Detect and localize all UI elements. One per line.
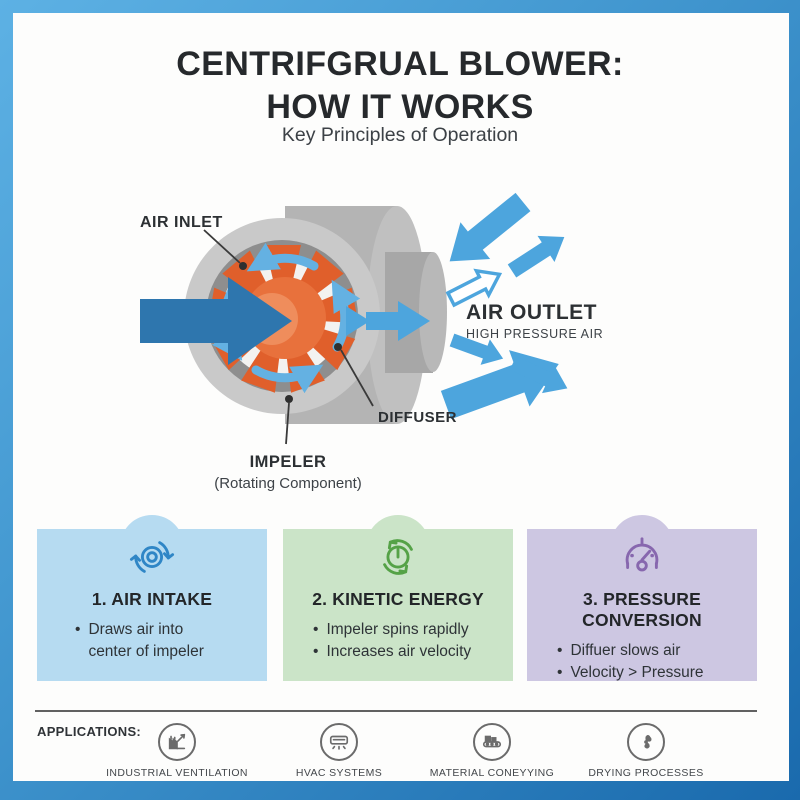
rotation-clock-icon xyxy=(375,534,421,580)
impeller-sublabel: (Rotating Component) xyxy=(214,475,362,492)
air-outlet-arrow xyxy=(346,301,430,341)
air-inlet-arrow xyxy=(140,277,292,365)
air-intake-spiral-icon xyxy=(129,534,175,580)
app-drying-processes: DRYING PROCESSES xyxy=(556,723,736,779)
card-bullet-list: •Draws air into center of impeler xyxy=(37,619,267,662)
bullet-item: •Draws air into center of impeler xyxy=(75,621,204,660)
app-name: DRYING PROCESSES xyxy=(588,767,704,779)
app-hvac-systems: HVAC SYSTEMS xyxy=(249,723,429,779)
bullet-item: •Velocity > Pressure xyxy=(557,663,704,681)
air-outlet-sublabel: HIGH PRESSURE AIR xyxy=(466,327,603,341)
outline-arrow xyxy=(445,268,503,308)
air-outlet-label: AIR OUTLET xyxy=(466,301,597,324)
gauge-icon xyxy=(619,534,665,580)
page-subtitle: Key Principles of Operation xyxy=(281,124,519,146)
applications-divider xyxy=(35,710,757,712)
app-industrial-ventilation: INDUSTRIAL VENTILATION xyxy=(87,723,267,779)
ac-unit-icon xyxy=(320,723,358,761)
card-title: 1. AIR INTAKE xyxy=(91,589,213,609)
bullet-item: •Impeler spins rapidly xyxy=(313,621,469,638)
bullet-item: •Diffuer slows air xyxy=(557,642,681,659)
card-title: 3. PRESSURE CONVERSION xyxy=(582,589,702,630)
page-title-line2: HOW IT WORKS xyxy=(266,88,534,126)
card-kinetic-energy: 2. KINETIC ENERGY •Impeler spins rapidly… xyxy=(283,515,513,681)
app-name: INDUSTRIAL VENTILATION xyxy=(106,767,248,779)
bullet-item: •Increases air velocity xyxy=(313,642,472,660)
impeller-label: IMPELER xyxy=(250,453,327,471)
app-material-conveying: MATERIAL CONEYYING xyxy=(402,723,582,779)
outlet-flow-arrows xyxy=(440,192,568,420)
card-bullet-list: •Impeler spins rapidly •Increases air ve… xyxy=(283,619,513,662)
leader-dots xyxy=(239,262,342,403)
air-inlet-label: AIR INLET xyxy=(140,214,223,231)
card-title: 2. KINETIC ENERGY xyxy=(312,589,484,609)
card-bullet-list: •Diffuer slows air •Velocity > Pressure xyxy=(527,640,757,683)
card-pressure-conversion: 3. PRESSURE CONVERSION •Diffuer slows ai… xyxy=(527,515,757,683)
factory-icon xyxy=(158,723,196,761)
page-title-line1: CENTRIFGRUAL BLOWER: xyxy=(176,45,624,83)
app-name: MATERIAL CONEYYING xyxy=(429,767,555,779)
applications-label: APPLICATIONS: xyxy=(37,724,142,739)
fan-icon xyxy=(627,723,665,761)
diffuser-label: DIFFUSER xyxy=(378,409,457,426)
leader-lines xyxy=(203,229,374,445)
card-bump xyxy=(610,515,674,579)
app-name: HVAC SYSTEMS xyxy=(295,767,383,779)
conveyor-icon xyxy=(473,723,511,761)
card-air-intake: 1. AIR INTAKE •Draws air into center of … xyxy=(37,515,267,681)
blower-diagram: AIR INLET DIFFUSER IMPELER (Rotating Com… xyxy=(140,192,603,492)
